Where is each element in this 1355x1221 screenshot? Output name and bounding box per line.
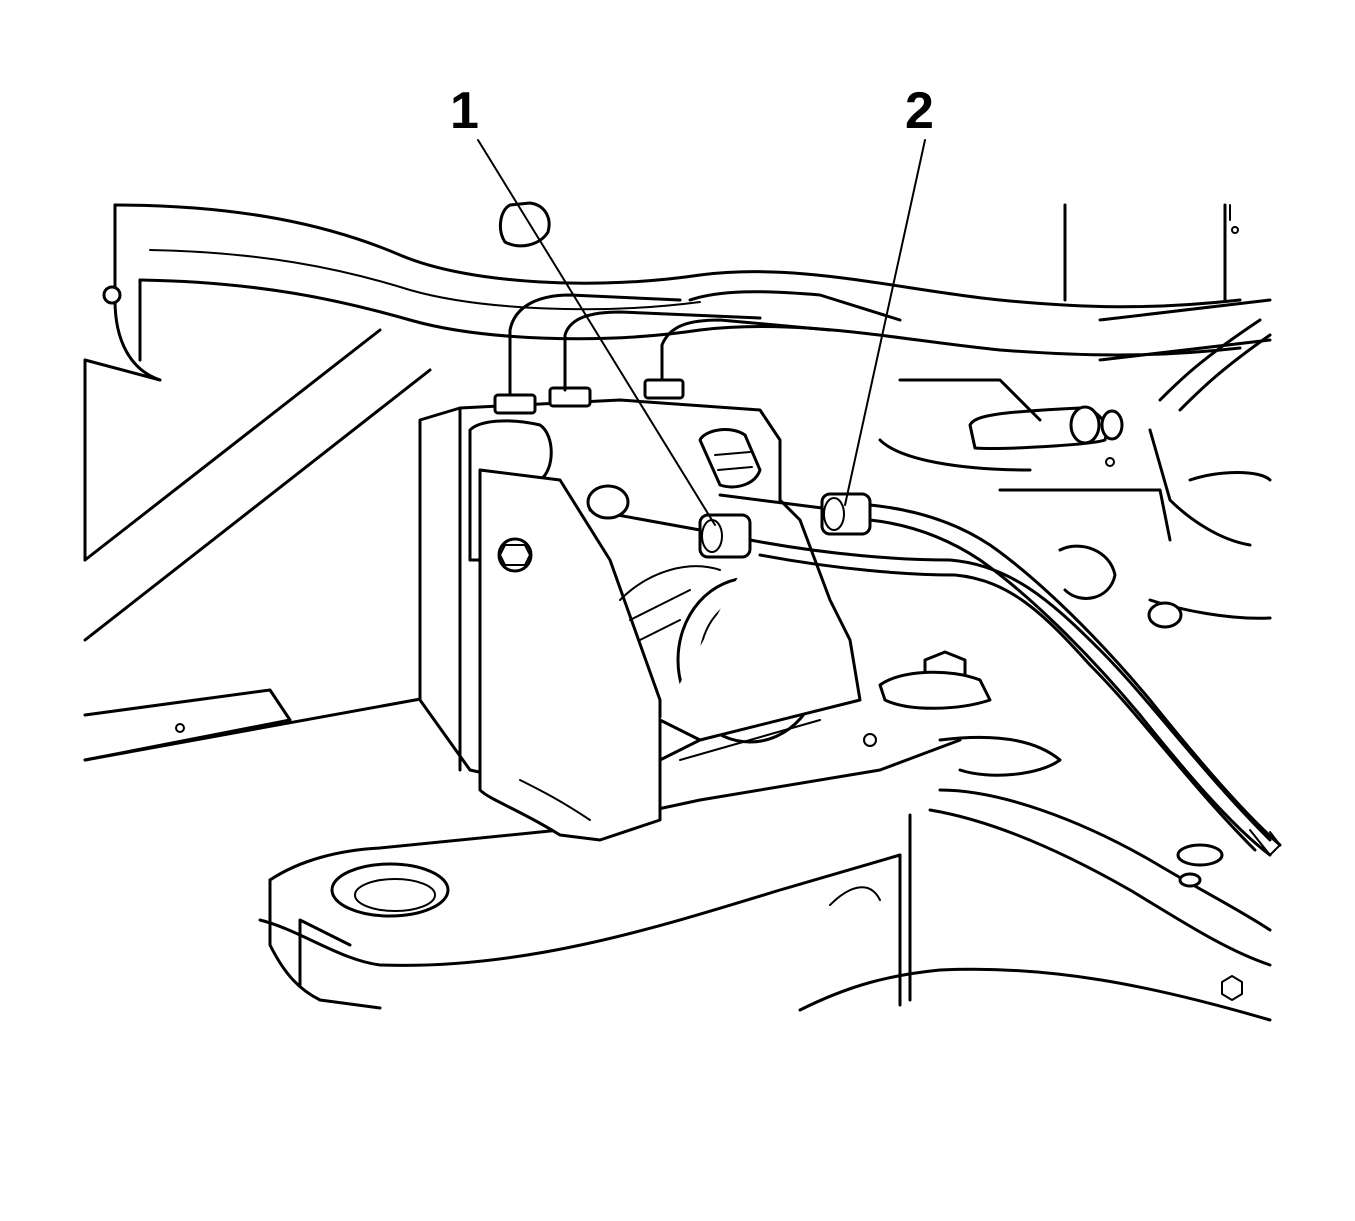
leader-line-1 (477, 139, 716, 526)
leader-line-2 (844, 139, 926, 506)
brake-pipe-fitting-2 (718, 492, 872, 536)
upper-crossmember (83, 201, 1242, 642)
brake-pipe-bundle (748, 503, 1282, 857)
abs-modulator (418, 290, 992, 842)
leader-lines (477, 139, 926, 526)
front-subframe (258, 733, 1272, 1022)
floor-panel (83, 688, 472, 762)
right-components (878, 204, 1272, 629)
callout-label-2: 2 (905, 82, 934, 140)
callout-label-1: 1 (450, 82, 479, 140)
brake-pipe-fitting-1 (586, 484, 752, 559)
